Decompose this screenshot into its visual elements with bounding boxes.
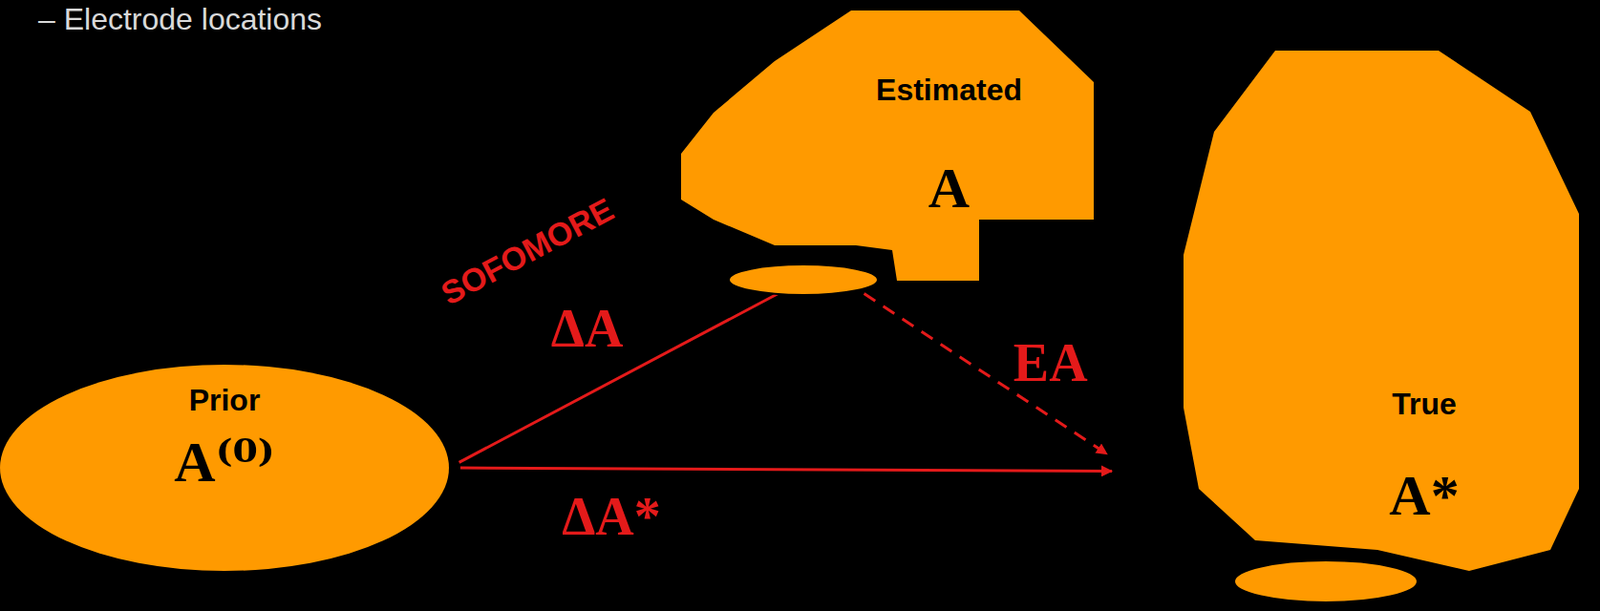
brain-fill [1183, 50, 1579, 572]
node-outline [1183, 50, 1579, 605]
brain-fill [681, 10, 1094, 281]
node-outline [681, 10, 1095, 298]
node-title: Estimated [875, 72, 1023, 108]
prior-ellipse: PriorA⁽⁰⁾ [0, 364, 449, 572]
arrow-connector [460, 468, 1112, 471]
edge-label: ΔA [547, 299, 628, 360]
matrix-symbol: A* [1388, 463, 1459, 530]
estimated-brain: EstimatedA [681, 10, 1095, 298]
true-brain: TrueA* [1183, 50, 1579, 605]
cerebellum-fill [1234, 560, 1418, 603]
edge-label: EA [1009, 334, 1092, 394]
arrow-connector [459, 268, 827, 463]
edge-label: ΔA* [557, 488, 665, 548]
matrix-symbol: A⁽⁰⁾ [173, 429, 275, 496]
arrow-connector [826, 268, 1108, 455]
matrix-symbol: A [928, 155, 970, 222]
ellipse-fill [0, 364, 449, 572]
node-title: Prior [189, 383, 261, 419]
cerebellum-fill [728, 264, 878, 296]
bullet-text: – Electrode locations [38, 1, 322, 38]
node-title: True [1391, 386, 1457, 423]
method-name: SOFOMORE [435, 192, 620, 313]
